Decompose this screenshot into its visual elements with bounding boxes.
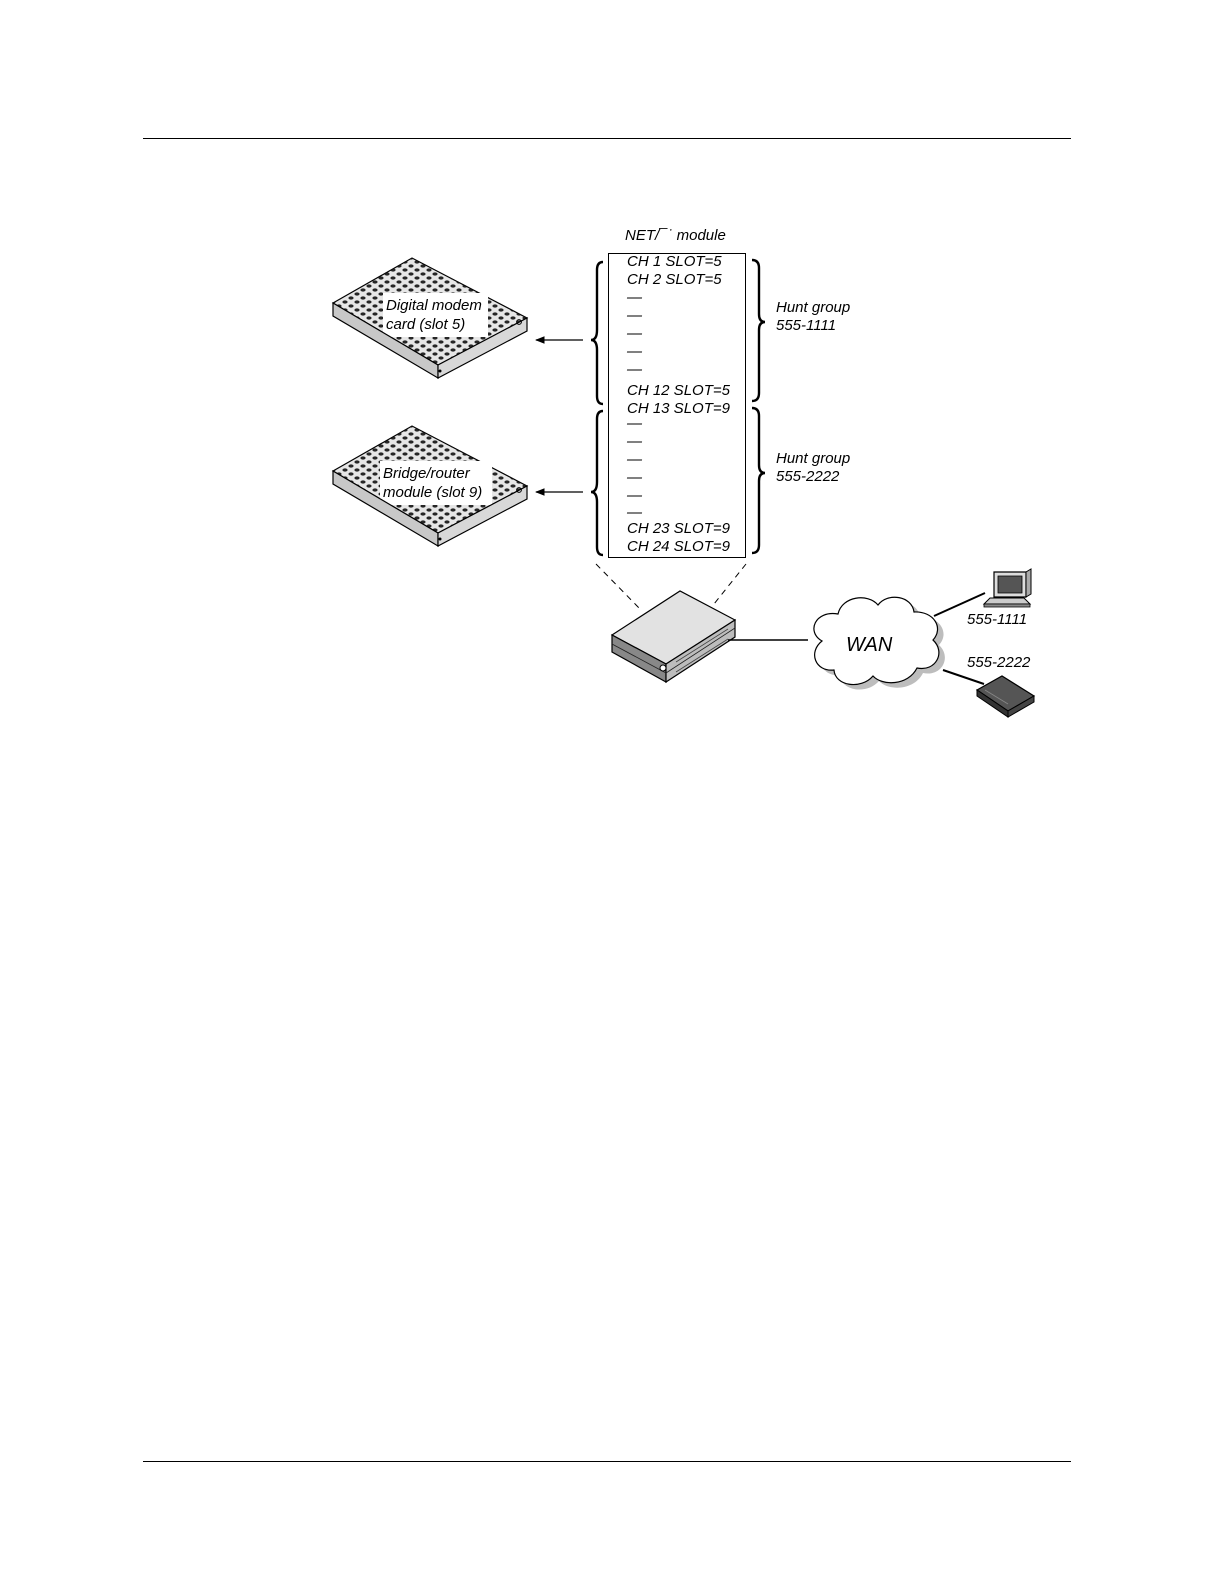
channel-dash: — (627, 433, 642, 451)
hunt-group-1-title: Hunt group (776, 299, 850, 317)
channel-dash: — (627, 289, 642, 307)
remote-pc-number: 555-1111 (967, 611, 1027, 629)
remote-router-icon (977, 676, 1034, 717)
modem-card-label-line2: card (slot 5) (386, 316, 465, 334)
left-brace-top (591, 262, 603, 404)
hunt-group-2-title: Hunt group (776, 450, 850, 468)
chassis-icon (612, 591, 735, 682)
right-brace-top (752, 260, 765, 401)
channel-ch24: CH 24 SLOT=9 (627, 538, 730, 556)
right-brace-bottom (752, 408, 765, 553)
left-brace-bottom (591, 411, 603, 555)
hunt-group-1-number: 555-1111 (776, 317, 836, 335)
channel-ch13: CH 13 SLOT=9 (627, 400, 730, 418)
modem-card-label-line1: Digital modem (386, 297, 482, 315)
remote-router-number: 555-2222 (967, 654, 1030, 672)
channel-dash: — (627, 487, 642, 505)
channel-dash: — (627, 343, 642, 361)
channel-ch23: CH 23 SLOT=9 (627, 520, 730, 538)
channel-dash: — (627, 469, 642, 487)
channel-ch1: CH 1 SLOT=5 (627, 253, 722, 271)
net-module-label: NET/¯˙ module (625, 227, 726, 245)
channel-dash: — (627, 415, 642, 433)
channel-dash: — (627, 361, 642, 379)
channel-ch12: CH 12 SLOT=5 (627, 382, 730, 400)
channel-ch2: CH 2 SLOT=5 (627, 271, 722, 289)
wan-label: WAN (846, 634, 892, 656)
channel-dash: — (627, 325, 642, 343)
channel-dash: — (627, 451, 642, 469)
router-module-label-line2: module (slot 9) (383, 484, 482, 502)
hunt-group-2-number: 555-2222 (776, 468, 839, 486)
router-module-label-line1: Bridge/router (383, 465, 470, 483)
computer-icon (984, 569, 1031, 607)
channel-dash: — (627, 307, 642, 325)
